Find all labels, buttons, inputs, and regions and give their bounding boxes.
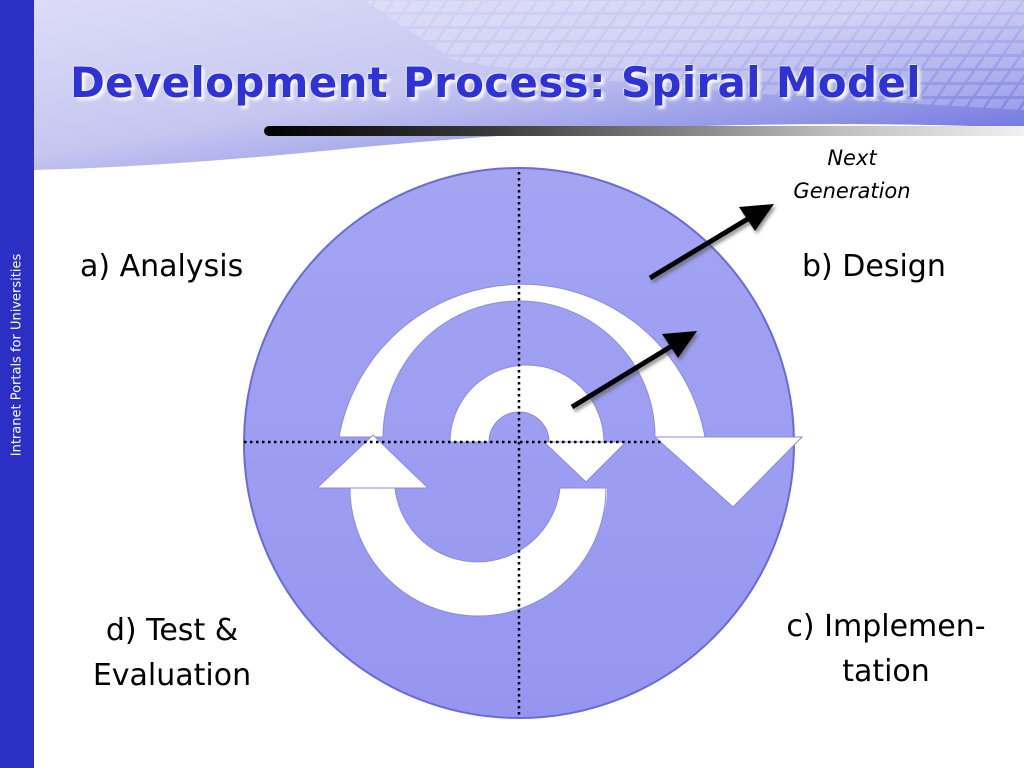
lower-ring — [349, 487, 607, 617]
next-generation-line-2: Generation — [793, 178, 911, 203]
inner-next-arrow — [570, 331, 697, 410]
inner-arc — [449, 364, 605, 443]
outer-next-arrow — [648, 204, 774, 281]
next-generation-line-1: Next — [827, 146, 877, 170]
next-generation-label: Next Generation — [772, 142, 932, 207]
label-test-evaluation: d) Test & Evaluation — [62, 608, 282, 698]
label-implementation: c) Implemen- tation — [766, 604, 1006, 694]
slide-title: Development Process: Spiral Model — [70, 58, 921, 107]
label-analysis: a) Analysis — [80, 249, 244, 284]
inner-arrow-head — [542, 441, 628, 483]
up-arrow-head — [315, 434, 430, 489]
title-underline — [264, 126, 1024, 136]
label-design: b) Design — [802, 249, 946, 284]
outer-arrow-head — [653, 436, 804, 508]
label-implementation-line-1: c) Implemen- — [786, 609, 986, 644]
label-implementation-line-2: tation — [842, 654, 930, 689]
label-test-line-1: d) Test & — [105, 613, 239, 648]
left-sidebar: Intranet Portals for Universities — [0, 0, 34, 768]
label-test-line-2: Evaluation — [92, 658, 252, 693]
